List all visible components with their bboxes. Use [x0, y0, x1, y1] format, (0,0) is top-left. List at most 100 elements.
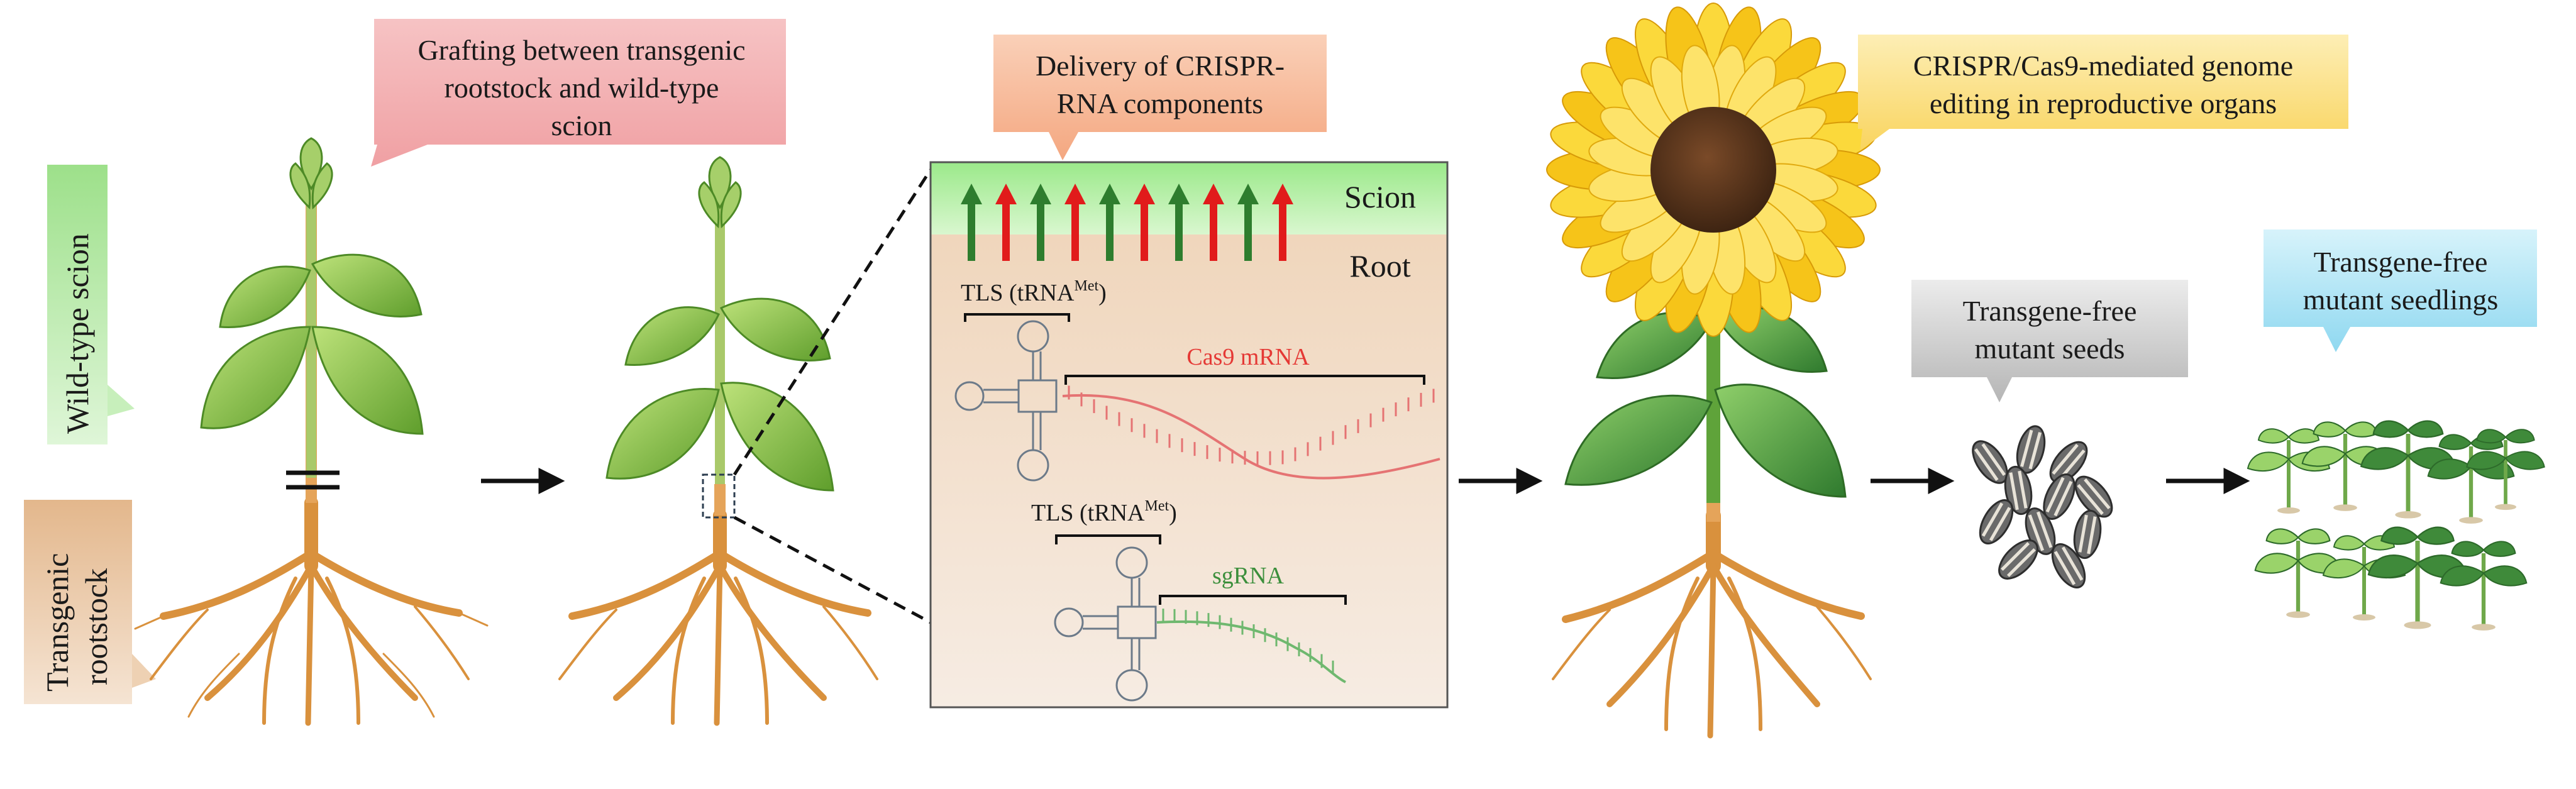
seed-stripe	[1981, 443, 2006, 476]
inset-root-label: Root	[1349, 248, 1410, 284]
side-label-rootstock-line1: Transgenic	[40, 553, 75, 692]
seedling	[2367, 526, 2468, 629]
plant-2-graft-focus-box	[702, 473, 736, 519]
seed-stripe	[2054, 480, 2073, 517]
seedling	[2427, 434, 2515, 524]
seedling-leaf	[2247, 451, 2290, 472]
sunflower-leaves	[1564, 306, 1847, 498]
seed-stripe	[2084, 478, 2111, 510]
seed-stripe	[2052, 443, 2079, 475]
cas9-bracket	[1064, 375, 1425, 385]
transport-arrow-green	[1099, 184, 1120, 261]
inset-transport-arrows	[961, 184, 1293, 261]
callout-editing: CRISPR/Cas9-mediated genome editing in r…	[1858, 35, 2348, 151]
seedling-leaf	[2438, 434, 2472, 450]
inset-box: Scion Root	[929, 161, 1449, 709]
transport-arrow-red	[995, 184, 1017, 261]
tls-label-2: TLS (tRNAMet)	[1031, 498, 1177, 526]
seedling-leaf	[2476, 429, 2507, 444]
seedling-leaf	[2372, 420, 2409, 438]
callout-seedlings-line1: Transgene-free	[2314, 246, 2488, 278]
sunflower-seeds	[1972, 425, 2113, 588]
seedling-leaf	[2440, 565, 2485, 587]
seedling-soil	[2472, 624, 2496, 631]
sgrna-ticks	[1162, 609, 1334, 675]
transport-arrow-red	[1134, 184, 1155, 261]
seedling	[2247, 428, 2331, 514]
seed-shell	[1979, 499, 2014, 544]
seedling-leaf	[2297, 528, 2331, 544]
seedlings-group	[2247, 420, 2545, 631]
side-label-scion: Wild-type scion	[47, 165, 135, 444]
seedling-leaf	[2313, 421, 2347, 438]
sgrna-label: sgRNA	[1212, 563, 1285, 589]
seed-shell	[2043, 473, 2076, 520]
sunflower-plant	[1546, 3, 1881, 739]
seed-shell	[2074, 475, 2113, 518]
zoom-line-bottom	[733, 516, 932, 624]
side-label-scion-text: Wild-type scion	[60, 233, 95, 434]
transport-arrow-green	[1168, 184, 1190, 261]
seedling-leaf	[2504, 429, 2535, 444]
seed-stripe	[2087, 516, 2097, 555]
trna-structure-2	[1054, 546, 1157, 702]
seed-shell	[2051, 543, 2086, 588]
callout-seedlings-line2: mutant seedlings	[2303, 284, 2498, 316]
callout-seedlings: Transgene-free mutant seedlings	[2264, 229, 2537, 352]
seedling-leaf	[2360, 447, 2409, 470]
seedling	[2466, 429, 2545, 510]
seed-stripe	[2078, 514, 2088, 553]
sunflower-head	[1546, 3, 1881, 337]
callout-seeds-line2: mutant seeds	[1975, 333, 2125, 365]
seed-stripe	[1981, 502, 2004, 537]
seed	[1972, 440, 2008, 484]
seedling-leaf	[2301, 446, 2347, 467]
callout-delivery-line1: Delivery of CRISPR-	[1036, 50, 1285, 82]
callout-editing-line2: editing in reproductive organs	[1930, 87, 2277, 119]
callout-seeds: Transgene-free mutant seeds	[1911, 280, 2188, 402]
seedling-leaf	[2504, 451, 2545, 470]
seedling-leaf	[2287, 428, 2320, 444]
plant-1-grafted	[134, 137, 489, 726]
seed-stripe	[1989, 507, 2011, 541]
seedling-soil	[2494, 504, 2517, 510]
transport-arrow-green	[1030, 184, 1051, 261]
seedling	[2440, 541, 2528, 631]
seedling-soil	[2277, 507, 2300, 514]
seedling-leaf	[2344, 421, 2378, 438]
seedling-leaf	[2466, 451, 2507, 470]
transport-arrow-red	[1064, 184, 1086, 261]
plant-2-leaves	[605, 156, 834, 492]
seed-shell	[2049, 441, 2088, 483]
seed-stripe	[2045, 477, 2065, 513]
seed	[1979, 499, 2014, 544]
cas9-mrna-label: Cas9 mRNA	[1186, 344, 1310, 370]
seed-shell	[1998, 539, 2038, 580]
inset-scion-label: Scion	[1344, 179, 1416, 214]
seed	[1998, 539, 2038, 580]
transport-arrow-red	[1203, 184, 1224, 261]
seed	[2043, 473, 2076, 520]
seed-stripe	[2018, 470, 2028, 509]
seed-stripe	[2077, 483, 2104, 516]
seedling-leaf	[2257, 428, 2290, 444]
callout-grafting-line1: Grafting between transgenic	[417, 34, 745, 66]
seed	[2073, 509, 2102, 560]
sunflower-roots	[1552, 508, 1872, 739]
seedling-soil	[2333, 504, 2357, 511]
seed-stripe	[2028, 432, 2042, 470]
transport-arrow-green	[961, 184, 982, 261]
zoom-line-top	[732, 168, 932, 476]
seedling-leaf	[2254, 553, 2299, 574]
seed-stripe	[2028, 514, 2045, 551]
seedling-soil	[2286, 611, 2310, 618]
transport-arrow-red	[1272, 184, 1293, 261]
plant-1-roots	[134, 496, 489, 726]
seedling-soil	[2353, 614, 2375, 621]
seedling-leaf	[2333, 535, 2365, 551]
seedling-leaf	[2482, 565, 2528, 587]
callout-delivery-line2: RNA components	[1057, 87, 1263, 119]
seed-stripe	[2036, 511, 2053, 548]
